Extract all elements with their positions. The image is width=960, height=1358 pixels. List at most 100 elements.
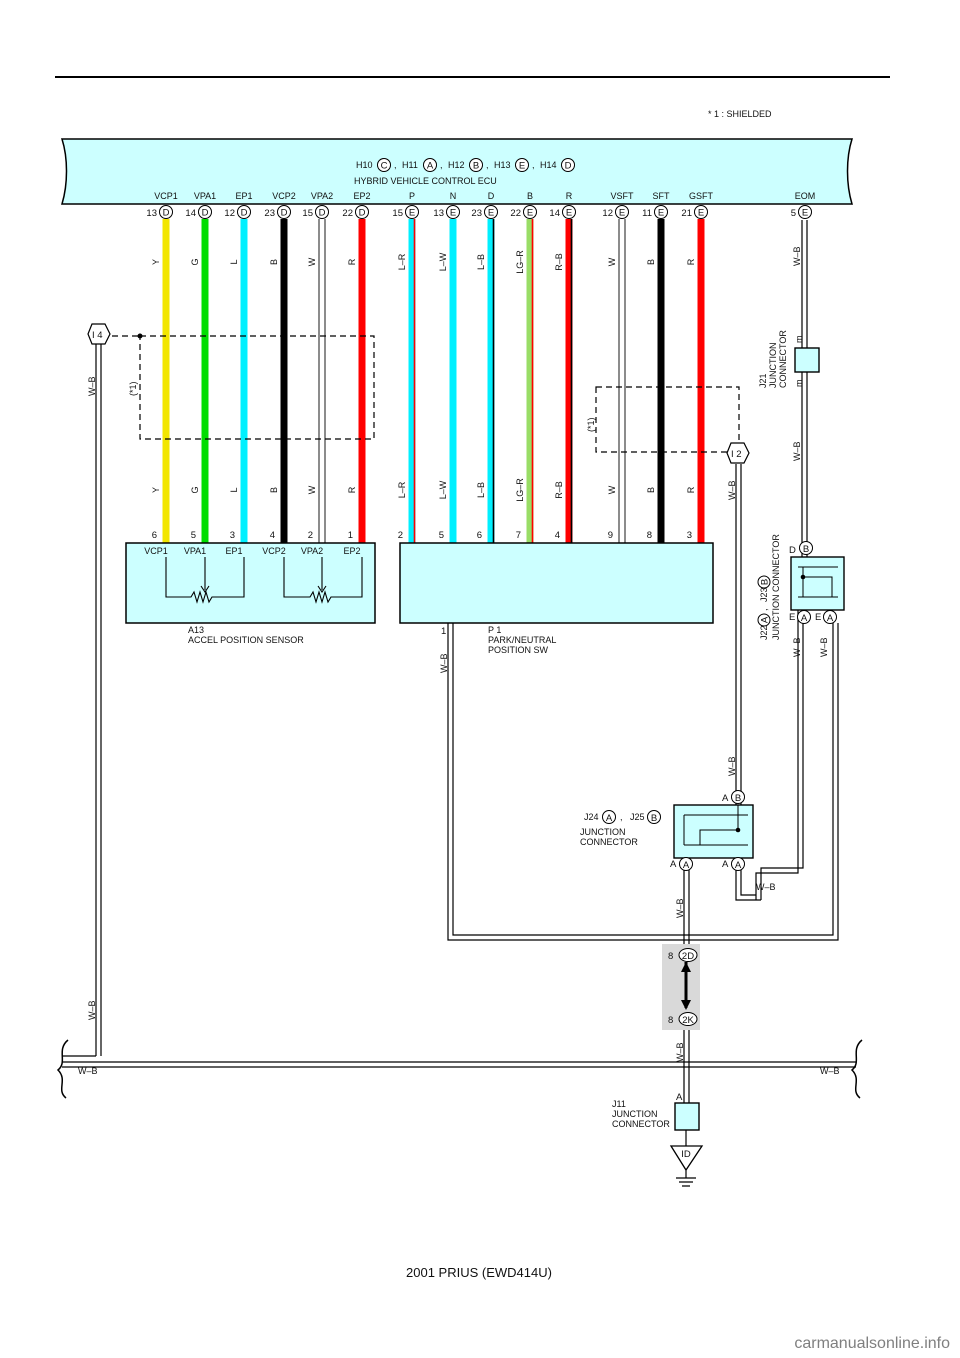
ecu-terminal-label: VPA2 [311,191,333,201]
ecu-terminal-label: SFT [653,191,671,201]
ecu-terminal-pin: 22 [510,208,521,219]
point-i2-label: I 2 [731,449,742,460]
park-sw-name-line2: POSITION SW [488,645,549,655]
j22-node [800,574,806,580]
j21-pin-bottom: m [794,380,804,388]
wire-label-bus-left: W–B [78,1066,98,1076]
j24-name2: J25 [630,812,645,822]
j24-node [735,827,741,833]
ecu-terminal-connector: E [615,205,629,219]
wire-label-i2-bottom: W–B [727,756,737,776]
wire-code-top: L [229,259,239,264]
ecu-connector-separator: , [440,160,443,170]
j22-label-group: J22 A , J23 B [757,575,771,640]
ecu-terminal-connector: D [315,205,329,219]
ecu-terminal-connector: E [484,205,498,219]
potentiometer-2-wiper [317,585,327,593]
shield-box-sft [595,386,740,453]
svg-text:2K: 2K [682,1015,694,1026]
svg-text:A: A [827,613,834,624]
ecu-terminal-connector-letter: E [802,208,808,219]
j24-junction-connector [673,804,754,859]
wire-label-eom-mid: W–B [792,441,802,461]
ecu-connector-separator: , [486,160,489,170]
j24-label-group: J24 A , J25 B [584,810,661,824]
ecu-connector-separator: , [532,160,535,170]
wire-end-pin: 3 [687,530,692,541]
wire-code-bottom: G [190,486,200,493]
point-i4-label: I 4 [92,330,103,341]
ecu-terminal-connector-letter: E [527,208,533,219]
ecu-terminal-connector: E [446,205,460,219]
j22-junction-connector [790,556,845,611]
ecu-terminal-connector: E [523,205,537,219]
wire-end-pin: 2 [308,530,313,541]
accel-sensor-name: ACCEL POSITION SENSOR [188,635,304,645]
wire: BB4 [269,219,288,543]
ecu-connector-name: H12 [448,160,465,170]
park-sw-name-line1: PARK/NEUTRAL [488,635,556,645]
park-sw-id: P 1 [488,625,501,635]
j21-id: J21 [758,373,768,388]
ecu-terminal-connector-letter: D [319,208,326,219]
wire-code-bottom: R [686,486,696,493]
ecu-terminal-pin: 13 [146,208,157,219]
j24-letter1: A [606,813,613,824]
wire: L–WL–W5 [438,219,457,543]
ecu-terminal-connector-letter: E [409,208,415,219]
wire-label-bus-right: W–B [820,1066,840,1076]
wire: L–RL–R2 [397,219,416,543]
j22-pin-e-right: E [815,612,821,623]
ecu-terminal-pin: 14 [549,208,560,219]
j24-name1: J24 [584,812,599,822]
ground-symbol-icon [676,1170,696,1187]
ecu-terminal-connector-letter: E [450,208,456,219]
sensor-pin-label: VPA2 [301,546,323,556]
wire-label-j24-down: W–B [675,898,685,918]
ecu-connector-badge: D [561,158,575,172]
j24-internal-bus [683,805,748,846]
wire-code-top: L–B [476,254,486,270]
wire-label-park-sw: W–B [439,653,449,673]
ecu-connector-badge-letter: D [565,161,572,172]
park-neutral-position-switch [399,542,714,624]
wire: GG5 [190,219,209,543]
j24-comma: , [620,812,623,822]
wire: LG–RLG–R7 [515,219,534,543]
j22-badge-b: B [799,541,813,555]
wire-end-pin: 5 [439,530,444,541]
ecu-terminal-connector-letter: D [359,208,366,219]
ecu-terminal-connector: D [277,205,291,219]
ecu-terminal-connector-letter: D [202,208,209,219]
j21-line1: JUNCTION [768,343,778,389]
ecu-terminal-pin: 21 [681,208,692,219]
footer-title: 2001 PRIUS (EWD414U) [406,1265,552,1280]
wire-code-top: B [646,259,656,265]
ecu-terminal-pin: 11 [642,208,652,219]
ecu-connector-separator: , [394,160,397,170]
ecu-connector-name: H11 [402,160,418,170]
wire-label-eom-top: W–B [792,246,802,266]
j22-name2: J23 [759,587,769,602]
sensor-pin-label: VCP1 [144,546,168,556]
ecu-terminal-label: GSFT [689,191,714,201]
wire-end-pin: 4 [270,530,275,541]
ecu-terminal-pin: 22 [342,208,353,219]
j24-line1: JUNCTION [580,827,626,837]
ecu-terminal-label: VPA1 [194,191,216,201]
ecu-terminal-connector: E [654,205,668,219]
junction-2d-badge: 2D [678,948,698,962]
wire-label-j24-right: W–B [756,882,776,892]
wire: YY6 [151,219,170,543]
ecu-terminal-connector: D [159,205,173,219]
ecu-terminal-connector-letter: E [658,208,664,219]
j22-badge-a-right: A [823,610,837,624]
ecu-terminal-connector-letter: E [619,208,625,219]
ecu-terminal-connector: E [798,205,812,219]
j22-letter2: B [760,579,771,585]
j11-pin: A [676,1092,683,1103]
